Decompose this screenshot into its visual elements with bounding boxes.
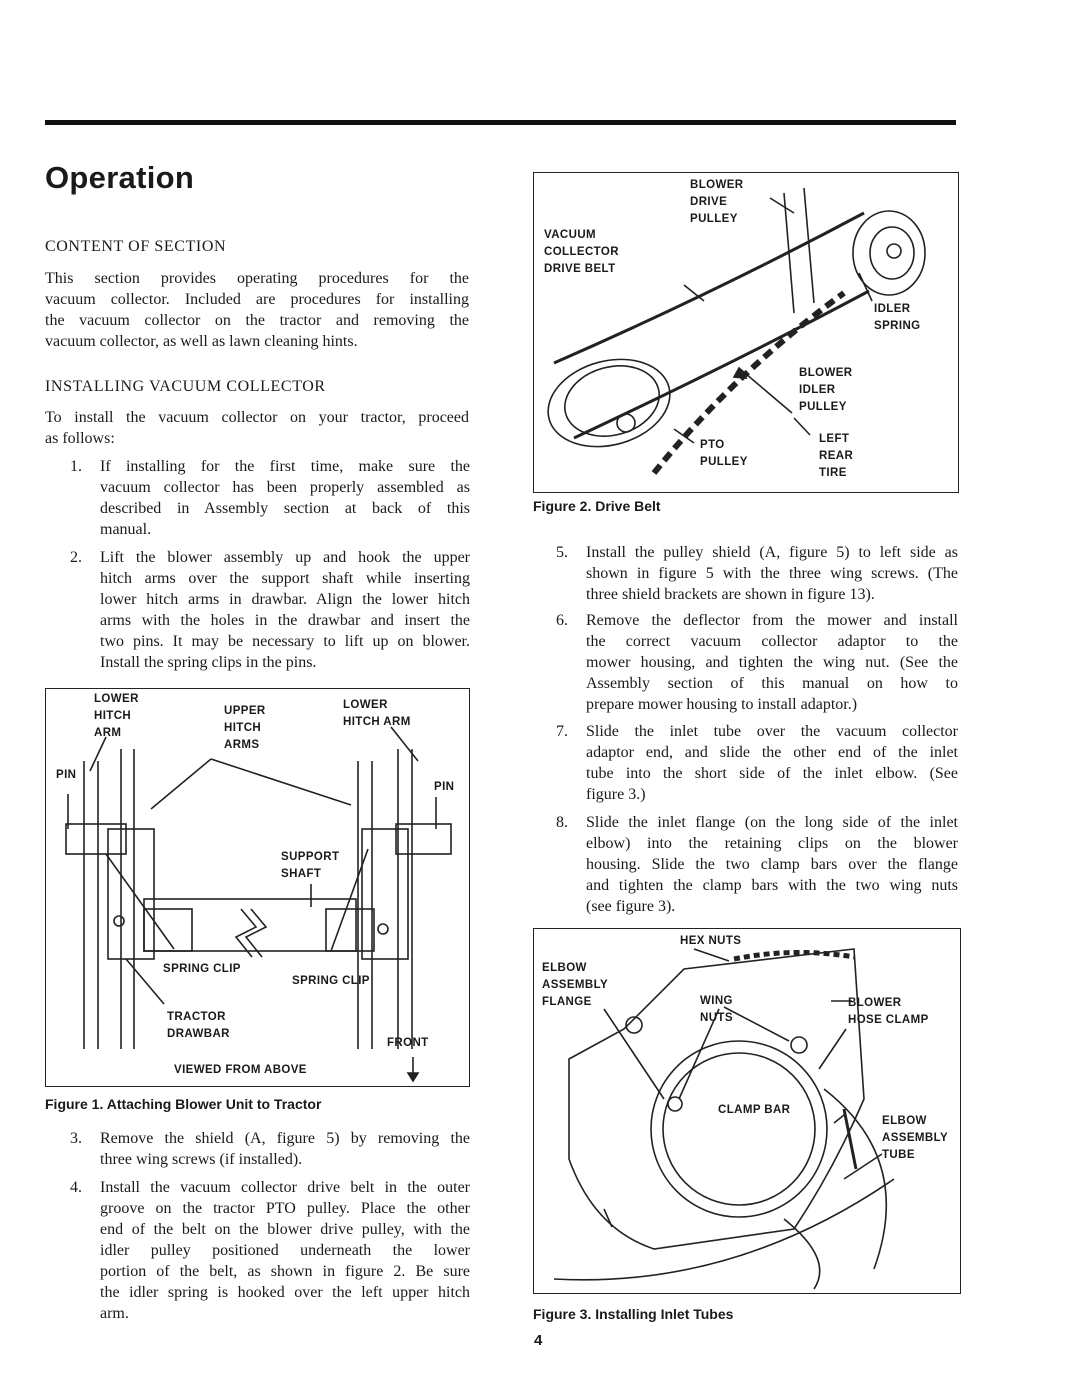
step-number: 1.	[70, 458, 82, 475]
label-support-shaft: SUPPORT SHAFT	[281, 851, 340, 880]
label-vacuum-collector-drive-belt: VACUUM COLLECTOR DRIVE BELT	[544, 229, 619, 275]
label-front: FRONT	[387, 1037, 429, 1049]
step-text: Remove the shield (A, figure 5) by remov…	[100, 1128, 470, 1170]
step-text: Slide the inlet tube over the vacuum col…	[586, 721, 958, 805]
step-number: 4.	[70, 1179, 82, 1196]
text-line: three wing screws (if installed).	[100, 1151, 303, 1168]
page-title: Operation	[45, 160, 195, 195]
label-elbow-assembly-tube: ELBOW ASSEMBLY TUBE	[882, 1115, 949, 1161]
text-line: If installing for the first time, make s…	[100, 458, 470, 475]
text-line: prepare mower housing to install adaptor…	[586, 696, 858, 713]
text-line: adaptor end, and slide the other end of …	[586, 744, 958, 761]
label-left-rear-tire: LEFT REAR TIRE	[819, 433, 854, 479]
figure-3-caption: Figure 3. Installing Inlet Tubes	[533, 1306, 734, 1322]
text-line: three shield brackets are shown in figur…	[586, 586, 875, 603]
label-blower-idler-pulley: BLOWER IDLER PULLEY	[799, 367, 853, 413]
header-rule	[45, 120, 956, 125]
hitch-diagram-illustration	[65, 726, 452, 1083]
text-line: mower housing, and tighten the wing nut.…	[586, 654, 958, 671]
text-line: as follows:	[45, 430, 115, 447]
label-lower-hitch-arm-left: LOWER HITCH ARM	[94, 693, 139, 739]
label-blower-hose-clamp: BLOWER HOSE CLAMP	[848, 997, 929, 1026]
step-text: Remove the deflector from the mower and …	[586, 610, 958, 715]
figure-2-caption: Figure 2. Drive Belt	[533, 498, 661, 514]
text-line: figure 3.)	[586, 786, 646, 803]
label-elbow-assembly-flange: ELBOW ASSEMBLY FLANGE	[542, 962, 609, 1008]
text-line: vacuum collector. Included are procedure…	[45, 291, 469, 308]
installing-heading: INSTALLING VACUUM COLLECTOR	[45, 378, 326, 395]
text-line: Remove the shield (A, figure 5) by remov…	[100, 1130, 470, 1147]
text-line: elbow) into the retaining clips on the b…	[586, 835, 958, 852]
step-number: 6.	[556, 612, 568, 629]
text-line: lower hitch arms in drawbar. Align the l…	[100, 591, 470, 608]
text-line: groove on the tractor PTO pulley. Place …	[100, 1200, 470, 1217]
inlet-tubes-illustration	[553, 948, 895, 1290]
label-tractor-drawbar: TRACTOR DRAWBAR	[167, 1011, 230, 1040]
text-line: Install the vacuum collector drive belt …	[100, 1179, 470, 1196]
label-hex-nuts: HEX NUTS	[680, 935, 742, 947]
label-wing-nuts: WING NUTS	[700, 995, 733, 1024]
label-upper-hitch-arms: UPPER HITCH ARMS	[224, 705, 266, 751]
label-clamp-bar: CLAMP BAR	[718, 1104, 791, 1116]
label-lower-hitch-arm-right: LOWER HITCH ARM	[343, 699, 411, 728]
step-text: Install the pulley shield (A, figure 5) …	[586, 542, 958, 605]
text-line: This section provides operating procedur…	[45, 270, 469, 287]
text-line: the vacuum collector on the tractor and …	[45, 312, 469, 329]
text-line: and tighten the clamp bars with the two …	[586, 877, 958, 894]
text-line: the idler spring is hooked over the left…	[100, 1284, 470, 1301]
content-of-section-heading: CONTENT OF SECTION	[45, 238, 227, 255]
text-line: vacuum collector has been properly assem…	[100, 479, 470, 496]
label-idler-spring: IDLER SPRING	[874, 303, 921, 332]
text-line: the correct vacuum collector adaptor to …	[586, 633, 958, 650]
text-line: Install the spring clips in the pins.	[100, 654, 317, 671]
text-line: Remove the deflector from the mower and …	[586, 612, 958, 629]
text-line: (see figure 3).	[586, 898, 676, 915]
text-line: portion of the belt, as shown in figure …	[100, 1263, 470, 1280]
text-line: arms with the holes in the drawbar and i…	[100, 612, 470, 629]
label-pin-left: PIN	[56, 769, 77, 781]
text-line: end of the belt on the blower drive pull…	[100, 1221, 470, 1238]
step-text: Lift the blower assembly up and hook the…	[100, 547, 470, 673]
text-line: arm.	[100, 1305, 129, 1322]
figure-3-installing-inlet-tubes: HEX NUTS ELBOW ASSEMBLY FLANGE WING NUTS…	[533, 928, 961, 1294]
text-line: tube into the short side of the inlet el…	[586, 765, 958, 782]
text-line: housing. Slide the two clamp bars over t…	[586, 856, 958, 873]
text-line: Slide the inlet tube over the vacuum col…	[586, 723, 958, 740]
figure-1-attaching-blower: LOWER HITCH ARM UPPER HITCH ARMS LOWER H…	[45, 688, 470, 1087]
step-number: 3.	[70, 1130, 82, 1147]
page-number: 4	[534, 1332, 543, 1349]
figure-1-caption: Figure 1. Attaching Blower Unit to Tract…	[45, 1096, 322, 1112]
text-line: two pins. It may be necessary to lift up…	[100, 633, 470, 650]
step-text: Slide the inlet flange (on the long side…	[586, 812, 958, 917]
content-of-section-paragraph: This section provides operating procedur…	[45, 268, 469, 352]
text-line: Install the pulley shield (A, figure 5) …	[586, 544, 958, 561]
text-line: shown in figure 5 with the three wing sc…	[586, 565, 958, 582]
label-pto-pulley: PTO PULLEY	[700, 439, 748, 468]
label-spring-clip-left: SPRING CLIP	[163, 963, 241, 975]
step-text: If installing for the first time, make s…	[100, 456, 470, 540]
label-spring-clip-right: SPRING CLIP	[292, 975, 370, 987]
text-line: Lift the blower assembly up and hook the…	[100, 549, 470, 566]
step-number: 5.	[556, 544, 568, 561]
text-line: Assembly section of this manual on how t…	[586, 675, 958, 692]
label-pin-right: PIN	[434, 781, 455, 793]
text-line: manual.	[100, 521, 152, 538]
text-line: To install the vacuum collector on your …	[45, 409, 469, 426]
step-number: 2.	[70, 549, 82, 566]
text-line: described in Assembly section at back of…	[100, 500, 470, 517]
step-number: 7.	[556, 723, 568, 740]
figure-2-drive-belt: BLOWER DRIVE PULLEY VACUUM COLLECTOR DRI…	[533, 172, 959, 493]
text-line: vacuum collector, as well as lawn cleani…	[45, 333, 358, 350]
text-line: idler pulley positioned underneath the l…	[100, 1242, 470, 1259]
step-number: 8.	[556, 814, 568, 831]
step-text: Install the vacuum collector drive belt …	[100, 1177, 470, 1324]
label-viewed-from-above: VIEWED FROM ABOVE	[174, 1064, 307, 1076]
text-line: Slide the inlet flange (on the long side…	[586, 814, 958, 831]
drive-belt-illustration	[547, 187, 926, 475]
installing-intro: To install the vacuum collector on your …	[45, 407, 469, 449]
label-blower-drive-pulley: BLOWER DRIVE PULLEY	[690, 179, 744, 225]
text-line: hitch arms over the support shaft while …	[100, 570, 470, 587]
